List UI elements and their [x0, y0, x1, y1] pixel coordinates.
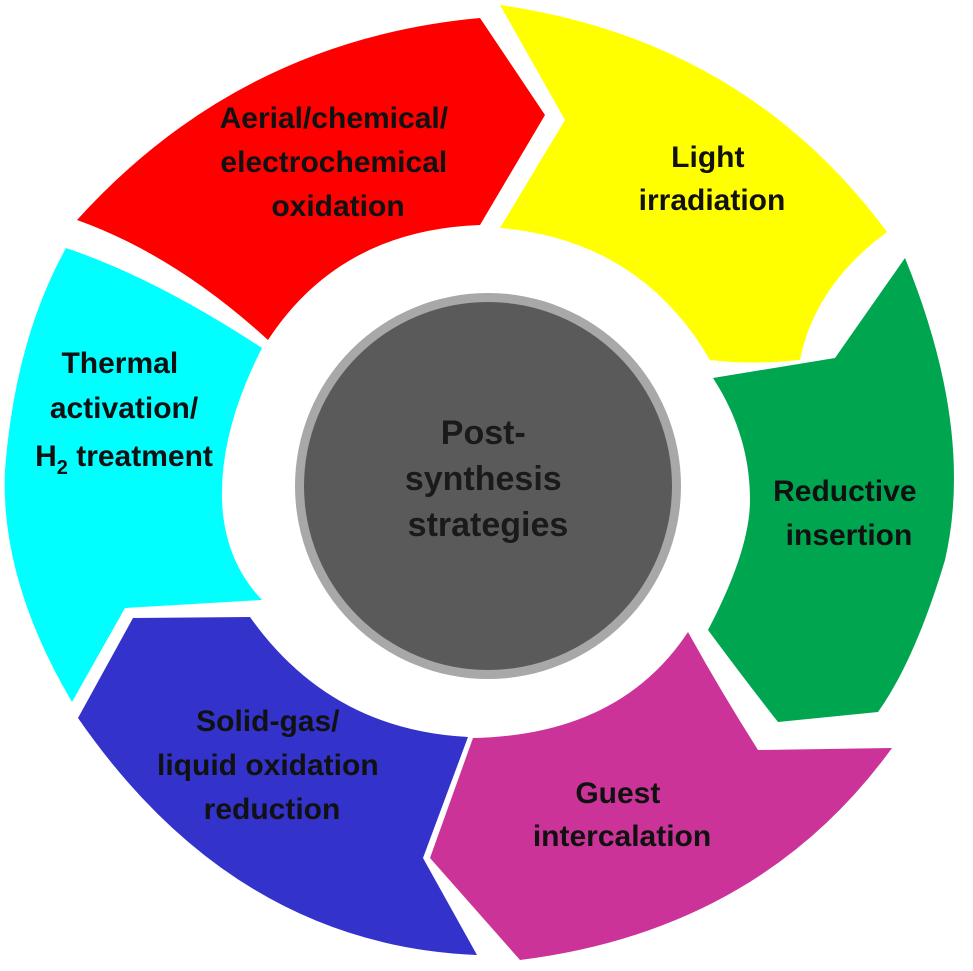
segment-thermal-label: Thermal activation/: [50, 347, 199, 425]
segment-oxidation-arrow: [77, 18, 545, 340]
segment-guest-arrow: [430, 632, 892, 960]
segment-thermal-formula: H2 treatment: [35, 440, 213, 479]
segment-solid-gas-arrow: [78, 617, 477, 955]
segment-reductive-arrow: [708, 258, 954, 722]
segment-reductive-label: Reductive insertion: [773, 475, 925, 552]
segment-solid-gas-label: Solid-gas/ liquid oxidation reduction: [157, 705, 387, 826]
center-hub: [304, 302, 672, 670]
segment-thermal-arrow: [4, 248, 262, 702]
segment-oxidation-label: Aerial/chemical/ electrochemical oxidati…: [220, 102, 457, 223]
segment-light-arrow: [500, 5, 887, 363]
segment-light-label: Light irradiation: [639, 141, 786, 217]
segment-guest-label: Guest intercalation: [533, 777, 711, 853]
center-label: Post- synthesis strategies: [405, 414, 571, 544]
